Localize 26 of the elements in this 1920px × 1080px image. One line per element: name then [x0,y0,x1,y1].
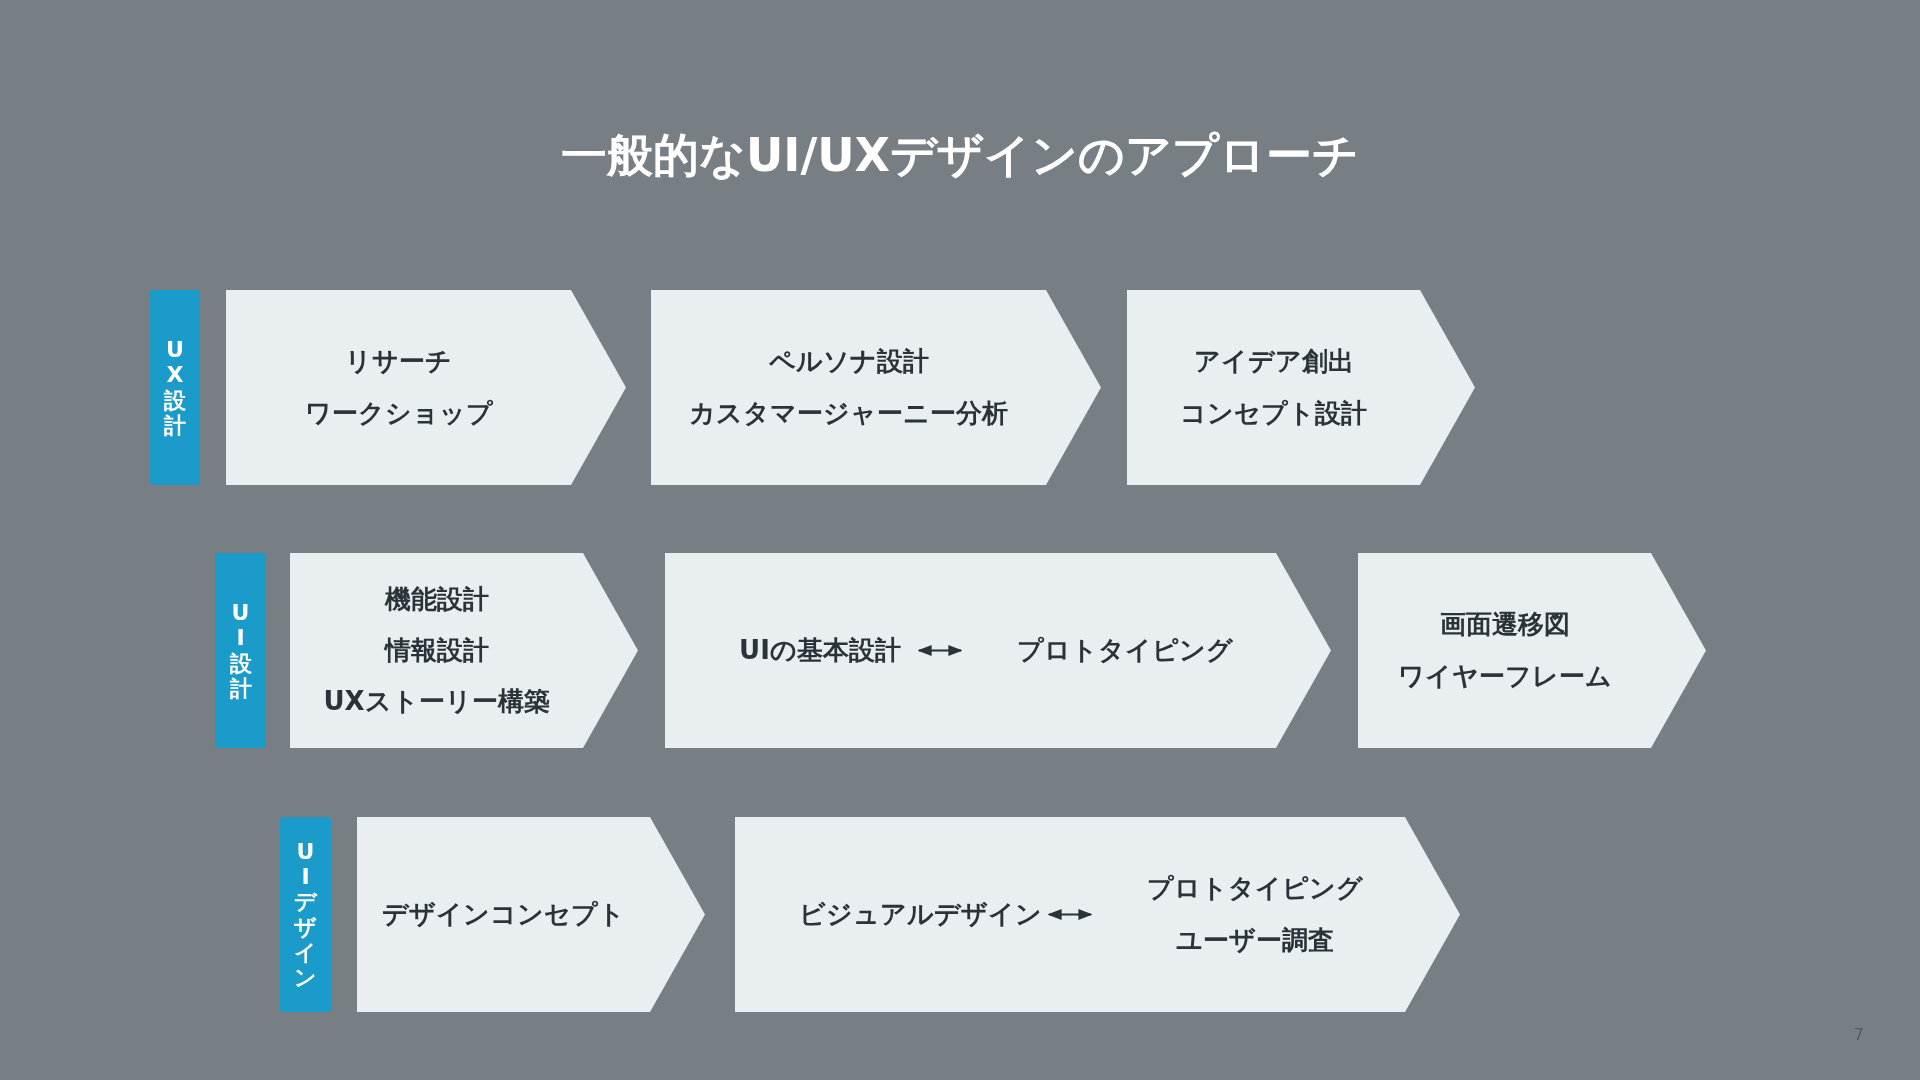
step-text: デザインコンセプト [382,898,625,931]
step-text: プロトタイピング [1017,634,1233,667]
step-text: リサーチ [345,346,452,378]
slide-title: 一般的なUI/UXデザインのアプローチ [560,128,1360,182]
step-text: UIの基本設計 [739,634,901,667]
step-text: ビジュアルデザイン [798,898,1042,931]
phase-label: UX設計 [163,336,187,439]
phase-label: UI設計 [228,599,253,702]
step-text: ワイヤーフレーム [1397,660,1612,692]
step-text: プロトタイピング [1147,873,1363,905]
step-text: 情報設計 [384,634,489,667]
double-arrow [1047,908,1093,921]
phase-label: UIデザイン [293,838,318,991]
step-text: UXストーリー構築 [323,686,550,718]
step-text: ワークショップ [304,397,493,429]
step-text: 画面遷移図 [1439,609,1570,641]
step-text: アイデア創出 [1193,346,1354,378]
phase-label-bar [150,290,200,485]
double-arrow [917,644,963,657]
step-text: カスタマージャーニー分析 [689,397,1008,429]
step-text: 機能設計 [384,583,489,615]
phase-label-bar [280,817,331,1012]
phase-label-bar [215,553,266,748]
step-text: ペルソナ設計 [768,346,929,378]
step-text: コンセプト設計 [1180,397,1367,429]
step-text: ユーザー調査 [1176,924,1334,956]
